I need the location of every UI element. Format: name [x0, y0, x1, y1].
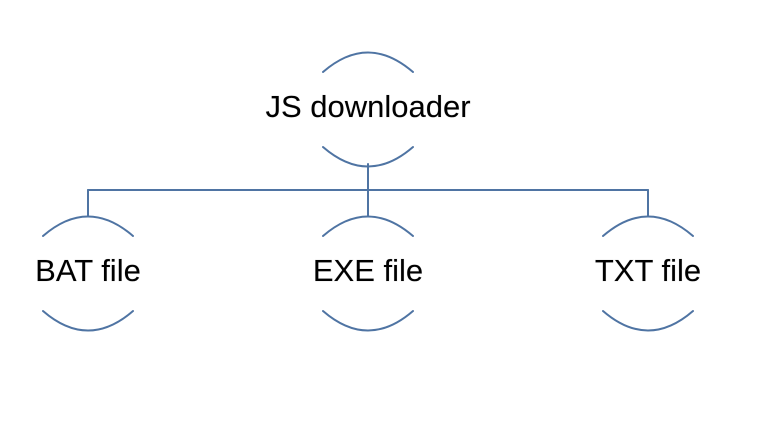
child-node-exe[interactable]: EXE file: [313, 215, 423, 332]
root-node-label: JS downloader: [265, 89, 470, 124]
child-node-bat-bottom-arc: [42, 310, 134, 332]
child-node-exe-top-arc: [322, 215, 414, 237]
child-node-bat-label: BAT file: [35, 253, 141, 288]
root-node-bottom-arc: [322, 146, 414, 168]
child-node-exe-bottom-arc: [322, 310, 414, 332]
root-node[interactable]: JS downloader: [265, 51, 471, 168]
child-node-bat[interactable]: BAT file: [35, 215, 141, 332]
child-node-txt-top-arc: [602, 215, 694, 237]
child-node-bat-top-arc: [42, 215, 134, 237]
root-node-top-arc: [322, 51, 414, 73]
child-node-txt-label: TXT file: [595, 253, 701, 288]
child-node-exe-label: EXE file: [313, 253, 423, 288]
connectors: [87, 163, 649, 217]
child-node-txt[interactable]: TXT file: [595, 215, 701, 332]
child-node-txt-bottom-arc: [602, 310, 694, 332]
